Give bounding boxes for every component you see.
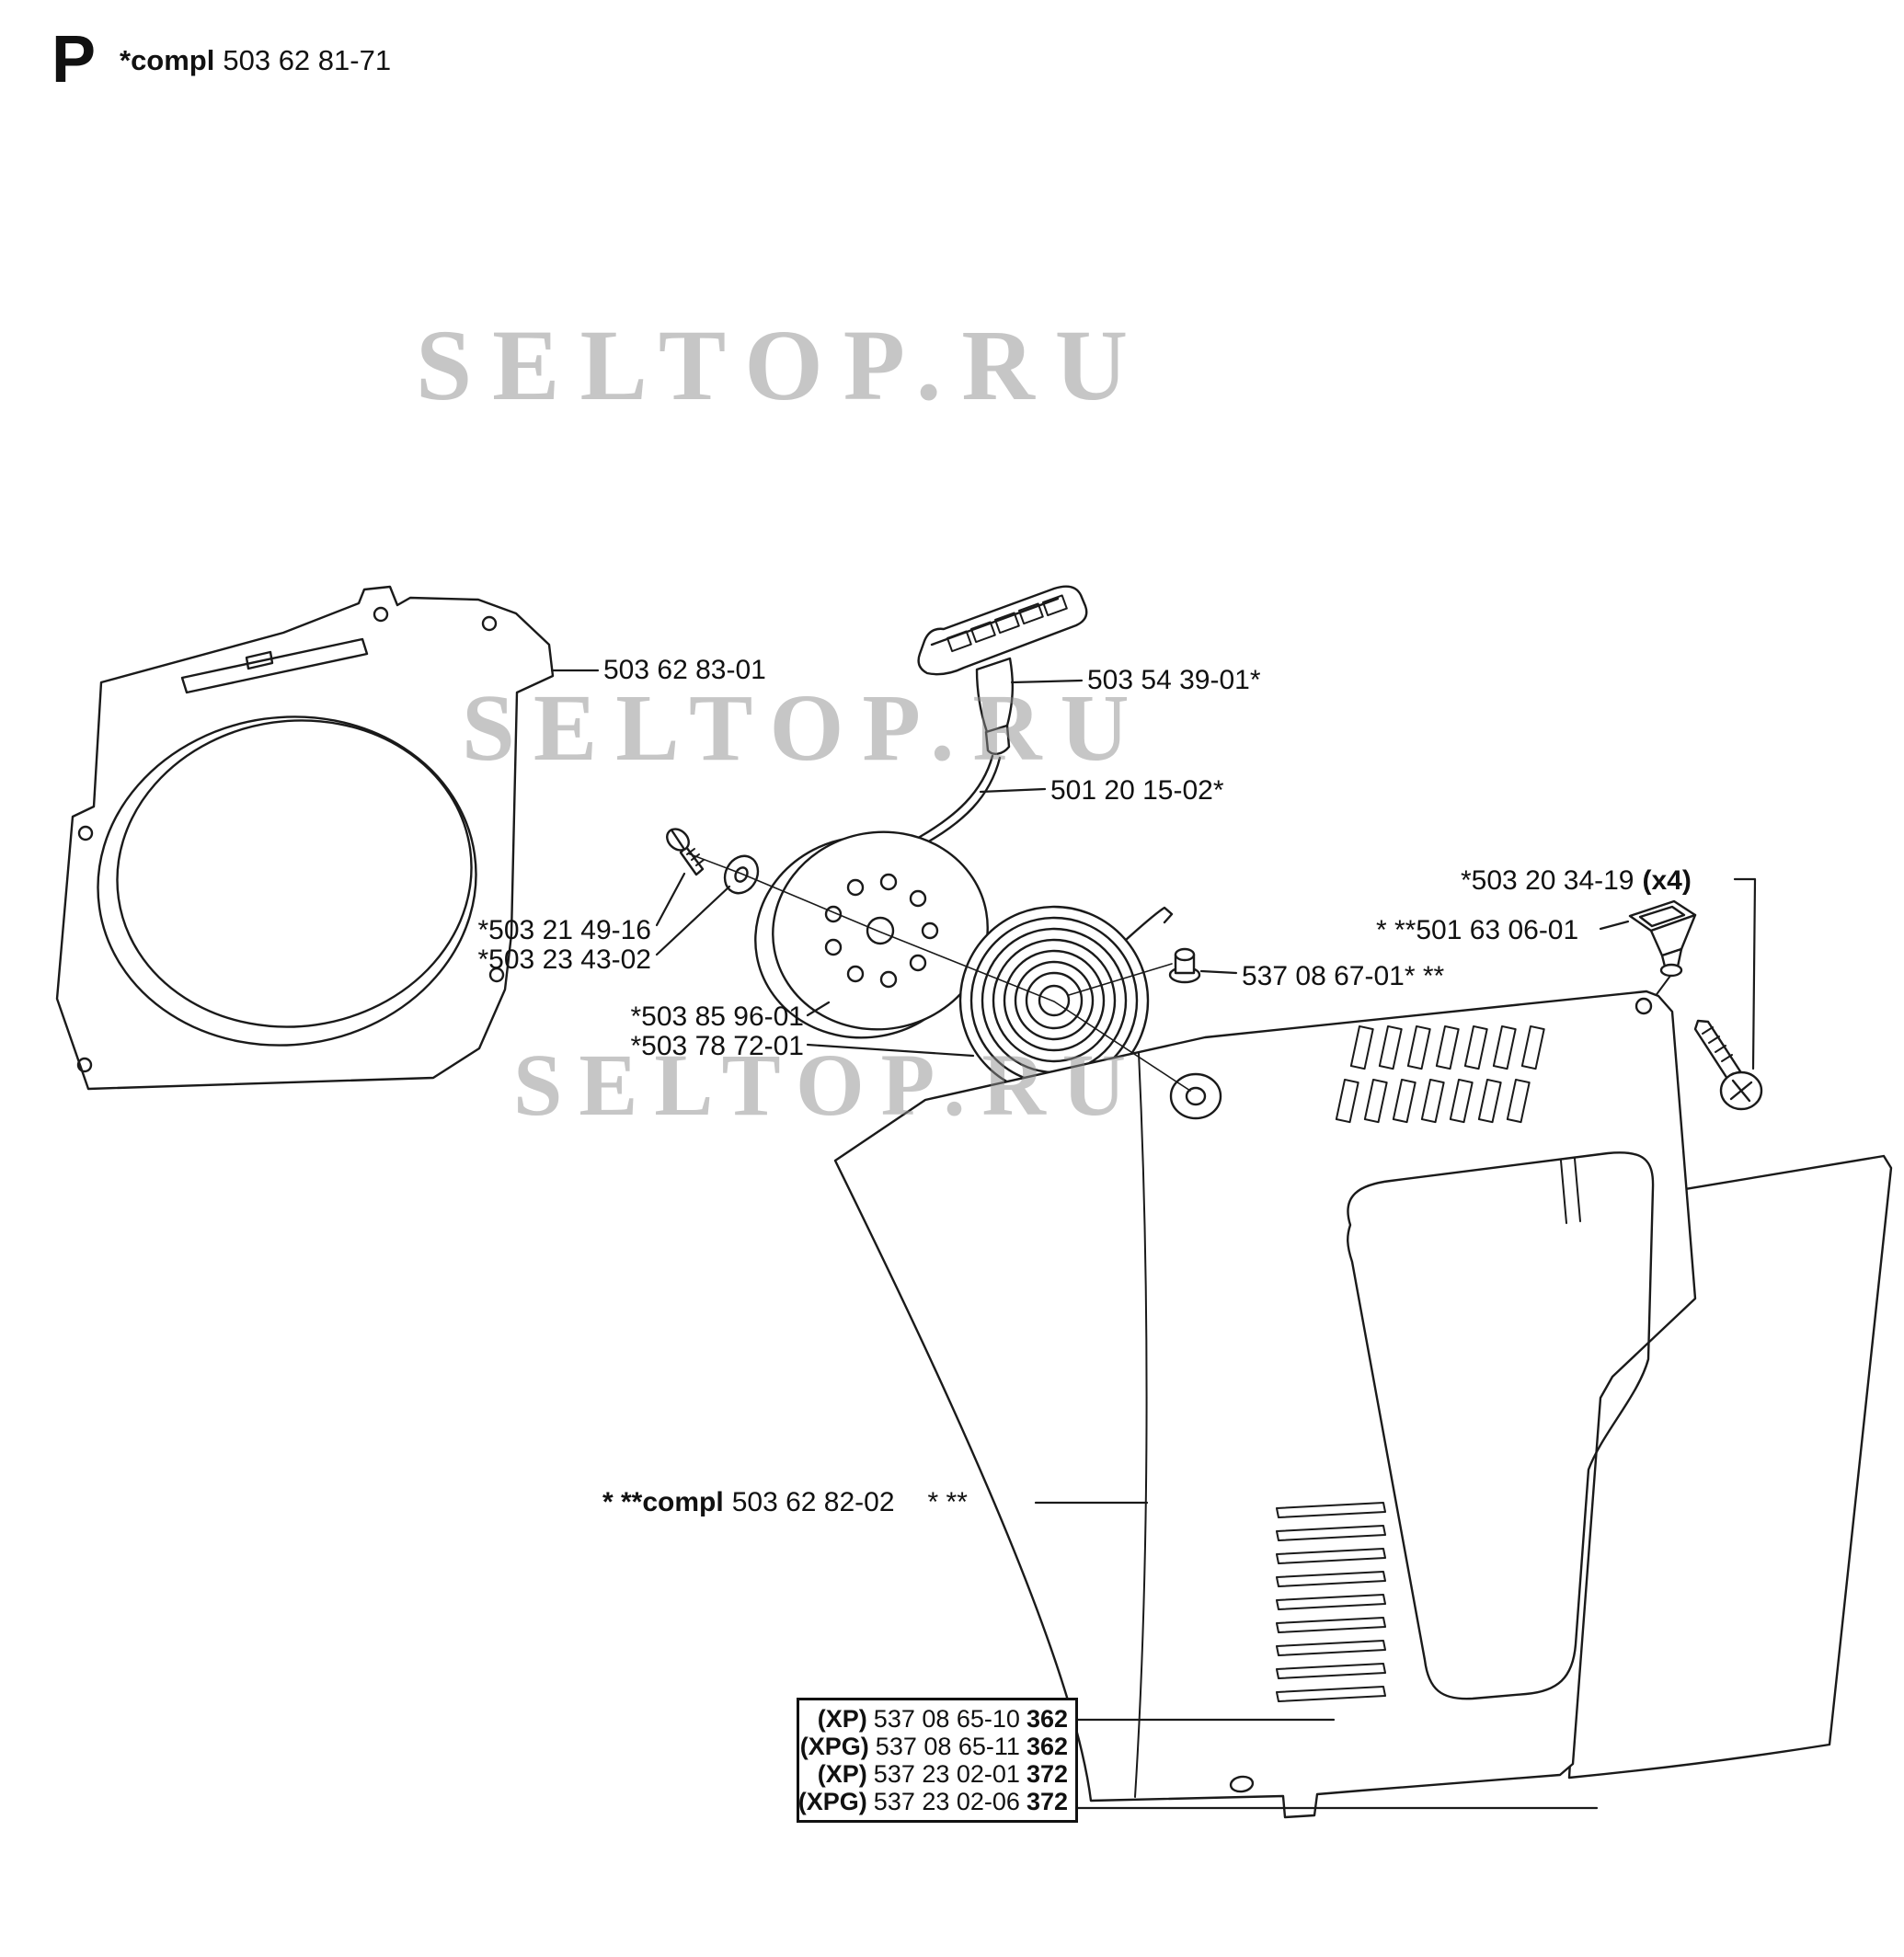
label-starter-pulley: *503 85 96-01 [631, 1001, 805, 1034]
part-number: 537 08 67-01* ** [1242, 961, 1445, 991]
label-pulley-screw: *503 21 49-16 [478, 914, 652, 947]
label-washer: *503 23 43-02 [478, 944, 652, 977]
fan-housing-drawing [55, 585, 555, 1091]
header-assembly-value: 503 62 81-71 [223, 44, 392, 76]
label-fan-housing: 503 62 83-01 [603, 654, 766, 687]
model-code: (XP) [817, 1760, 867, 1788]
part-number: 503 62 82-02 [731, 1487, 895, 1517]
label-starter-rope: 501 20 15-02* [1050, 774, 1224, 807]
part-number: *503 20 34-19 [1461, 865, 1634, 896]
part-number: *503 21 49-16 [477, 915, 652, 945]
recoil-spring-drawing [958, 905, 1174, 1096]
assembly-prefix: * **compl [602, 1487, 724, 1517]
label-starter-handle: 503 54 39-01* [1087, 664, 1261, 697]
part-number: *503 23 43-02 [477, 944, 652, 975]
model-code: (XPG) [797, 1788, 867, 1815]
part-number: 537 23 02-01 [873, 1760, 1020, 1788]
assembly-suffix: * ** [927, 1487, 968, 1517]
watermark: SELTOP.RU [462, 675, 1148, 781]
header-assembly-prefix: *compl [120, 44, 215, 76]
part-quantity: (x4) [1642, 865, 1692, 896]
watermark: SELTOP.RU [513, 1036, 1143, 1134]
pulley-screw-drawing [666, 828, 705, 876]
saw-model: 372 [1026, 1760, 1068, 1788]
part-number: 537 23 02-06 [873, 1788, 1020, 1815]
label-rope-guide: * **501 63 06-01 [1376, 914, 1578, 947]
saw-model: 372 [1026, 1788, 1068, 1815]
rope-guide-drawing [1628, 899, 1697, 998]
saw-model: 362 [1026, 1733, 1068, 1760]
starter-handle-drawing [917, 585, 1088, 755]
section-letter: P [52, 23, 97, 97]
label-bushing: 537 08 67-01* ** [1242, 960, 1444, 993]
part-number: 503 54 39-01* [1087, 665, 1261, 695]
label-recoil-spring: *503 78 72-01 [631, 1030, 805, 1063]
assembly-axis-lines [687, 853, 1191, 1092]
part-number: 501 20 15-02* [1050, 775, 1224, 806]
watermark: SELTOP.RU [416, 309, 1149, 421]
part-number: 503 62 83-01 [603, 655, 766, 685]
part-number: *503 85 96-01 [630, 1001, 805, 1032]
leader-lines [550, 669, 1757, 1810]
starter-pulley-drawing [754, 830, 989, 1039]
part-number: 537 08 65-11 [875, 1733, 1020, 1760]
label-cover-screw: *503 20 34-19 (x4) [1461, 864, 1692, 898]
cover-screw-drawing [1693, 1019, 1763, 1111]
part-number: *503 78 72-01 [630, 1031, 805, 1061]
saw-model: 362 [1026, 1705, 1068, 1733]
model-code: (XPG) [799, 1733, 869, 1760]
part-number: * **501 63 06-01 [1376, 915, 1579, 945]
starter-cover-drawing [833, 990, 1697, 1819]
bushing-drawing [1168, 947, 1201, 984]
model-code: (XP) [817, 1705, 867, 1733]
part-number: 537 08 65-10 [873, 1705, 1020, 1733]
